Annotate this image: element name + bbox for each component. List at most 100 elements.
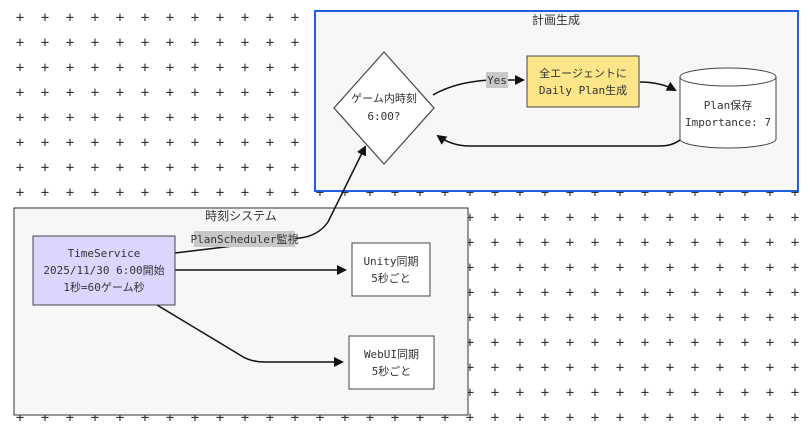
grid-plus-mark: + <box>291 85 299 101</box>
grid-plus-mark: + <box>691 310 699 326</box>
grid-plus-mark: + <box>716 210 724 226</box>
grid-plus-mark: + <box>291 185 299 201</box>
grid-plus-mark: + <box>316 185 324 201</box>
node-timeservice-line3: 1秒=60ゲーム秒 <box>63 280 144 294</box>
grid-plus-mark: + <box>291 60 299 76</box>
node-plan-store[interactable]: Plan保存 Importance: 7 <box>679 67 777 149</box>
grid-plus-mark: + <box>141 10 149 26</box>
grid-plus-mark: + <box>791 185 799 201</box>
grid-plus-mark: + <box>241 35 249 51</box>
grid-plus-mark: + <box>641 310 649 326</box>
grid-plus-mark: + <box>91 110 99 126</box>
grid-plus-mark: + <box>491 310 499 326</box>
grid-plus-mark: + <box>766 335 774 351</box>
grid-plus-mark: + <box>266 185 274 201</box>
node-unity-sync-line2: 5秒ごと <box>371 271 411 285</box>
grid-plus-mark: + <box>616 260 624 276</box>
grid-plus-mark: + <box>716 260 724 276</box>
grid-plus-mark: + <box>641 360 649 376</box>
grid-plus-mark: + <box>491 335 499 351</box>
grid-plus-mark: + <box>691 260 699 276</box>
grid-plus-mark: + <box>591 335 599 351</box>
grid-plus-mark: + <box>91 85 99 101</box>
grid-plus-mark: + <box>591 185 599 201</box>
grid-plus-mark: + <box>66 60 74 76</box>
grid-plus-mark: + <box>566 260 574 276</box>
grid-plus-mark: + <box>141 135 149 151</box>
grid-plus-mark: + <box>216 410 224 426</box>
grid-plus-mark: + <box>116 410 124 426</box>
grid-plus-mark: + <box>741 335 749 351</box>
grid-plus-mark: + <box>266 85 274 101</box>
grid-plus-mark: + <box>241 410 249 426</box>
node-webui-sync[interactable]: WebUI同期 5秒ごと <box>348 335 435 390</box>
grid-plus-mark: + <box>766 185 774 201</box>
grid-plus-mark: + <box>141 410 149 426</box>
grid-plus-mark: + <box>491 235 499 251</box>
grid-plus-mark: + <box>741 235 749 251</box>
cluster-plan-generation-title: 計画生成 <box>532 12 580 27</box>
grid-plus-mark: + <box>666 310 674 326</box>
node-webui-sync-box <box>348 335 435 390</box>
grid-plus-mark: + <box>41 185 49 201</box>
node-decision[interactable]: ゲーム内時刻 6:00? <box>333 51 435 165</box>
grid-plus-mark: + <box>491 410 499 426</box>
node-unity-sync[interactable]: Unity同期 5秒ごと <box>351 242 431 297</box>
grid-plus-mark: + <box>41 410 49 426</box>
grid-plus-mark: + <box>216 10 224 26</box>
grid-plus-mark: + <box>616 360 624 376</box>
node-timeservice[interactable]: TimeService 2025/11/30 6:00開始 1秒=60ゲーム秒 <box>32 235 176 306</box>
grid-plus-mark: + <box>666 335 674 351</box>
grid-plus-mark: + <box>716 285 724 301</box>
grid-plus-mark: + <box>766 260 774 276</box>
grid-plus-mark: + <box>516 310 524 326</box>
grid-plus-mark: + <box>341 185 349 201</box>
grid-plus-mark: + <box>91 35 99 51</box>
grid-plus-mark: + <box>691 285 699 301</box>
grid-plus-mark: + <box>541 235 549 251</box>
node-decision-diamond <box>333 51 435 165</box>
grid-plus-mark: + <box>766 360 774 376</box>
grid-plus-mark: + <box>791 260 799 276</box>
grid-plus-mark: + <box>591 235 599 251</box>
grid-plus-mark: + <box>16 135 24 151</box>
grid-plus-mark: + <box>391 185 399 201</box>
grid-plus-mark: + <box>241 160 249 176</box>
node-webui-sync-line1: WebUI同期 <box>364 348 419 361</box>
grid-plus-mark: + <box>466 210 474 226</box>
grid-plus-mark: + <box>191 10 199 26</box>
grid-plus-mark: + <box>791 210 799 226</box>
grid-plus-mark: + <box>16 60 24 76</box>
node-timeservice-line2: 2025/11/30 6:00開始 <box>43 263 164 277</box>
grid-plus-mark: + <box>41 60 49 76</box>
grid-plus-mark: + <box>616 185 624 201</box>
edge-plan-to-store <box>639 81 677 91</box>
grid-plus-mark: + <box>16 10 24 26</box>
grid-plus-mark: + <box>191 35 199 51</box>
grid-plus-mark: + <box>666 360 674 376</box>
grid-plus-mark: + <box>591 310 599 326</box>
grid-plus-mark: + <box>266 110 274 126</box>
grid-plus-mark: + <box>466 260 474 276</box>
grid-plus-mark: + <box>541 285 549 301</box>
grid-plus-mark: + <box>791 385 799 401</box>
grid-plus-mark: + <box>716 410 724 426</box>
grid-plus-mark: + <box>141 185 149 201</box>
grid-plus-mark: + <box>91 160 99 176</box>
grid-plus-mark: + <box>666 410 674 426</box>
grid-plus-mark: + <box>191 410 199 426</box>
grid-plus-mark: + <box>66 10 74 26</box>
grid-plus-mark: + <box>216 110 224 126</box>
node-plan-generate[interactable]: 全エージェントに Daily Plan生成 <box>526 55 640 108</box>
grid-plus-mark: + <box>241 110 249 126</box>
grid-plus-mark: + <box>791 360 799 376</box>
grid-plus-mark: + <box>791 310 799 326</box>
node-timeservice-line1: TimeService <box>68 247 141 260</box>
grid-plus-mark: + <box>241 135 249 151</box>
grid-plus-mark: + <box>766 235 774 251</box>
grid-plus-mark: + <box>541 260 549 276</box>
node-unity-sync-line1: Unity同期 <box>363 255 418 268</box>
grid-plus-mark: + <box>716 360 724 376</box>
